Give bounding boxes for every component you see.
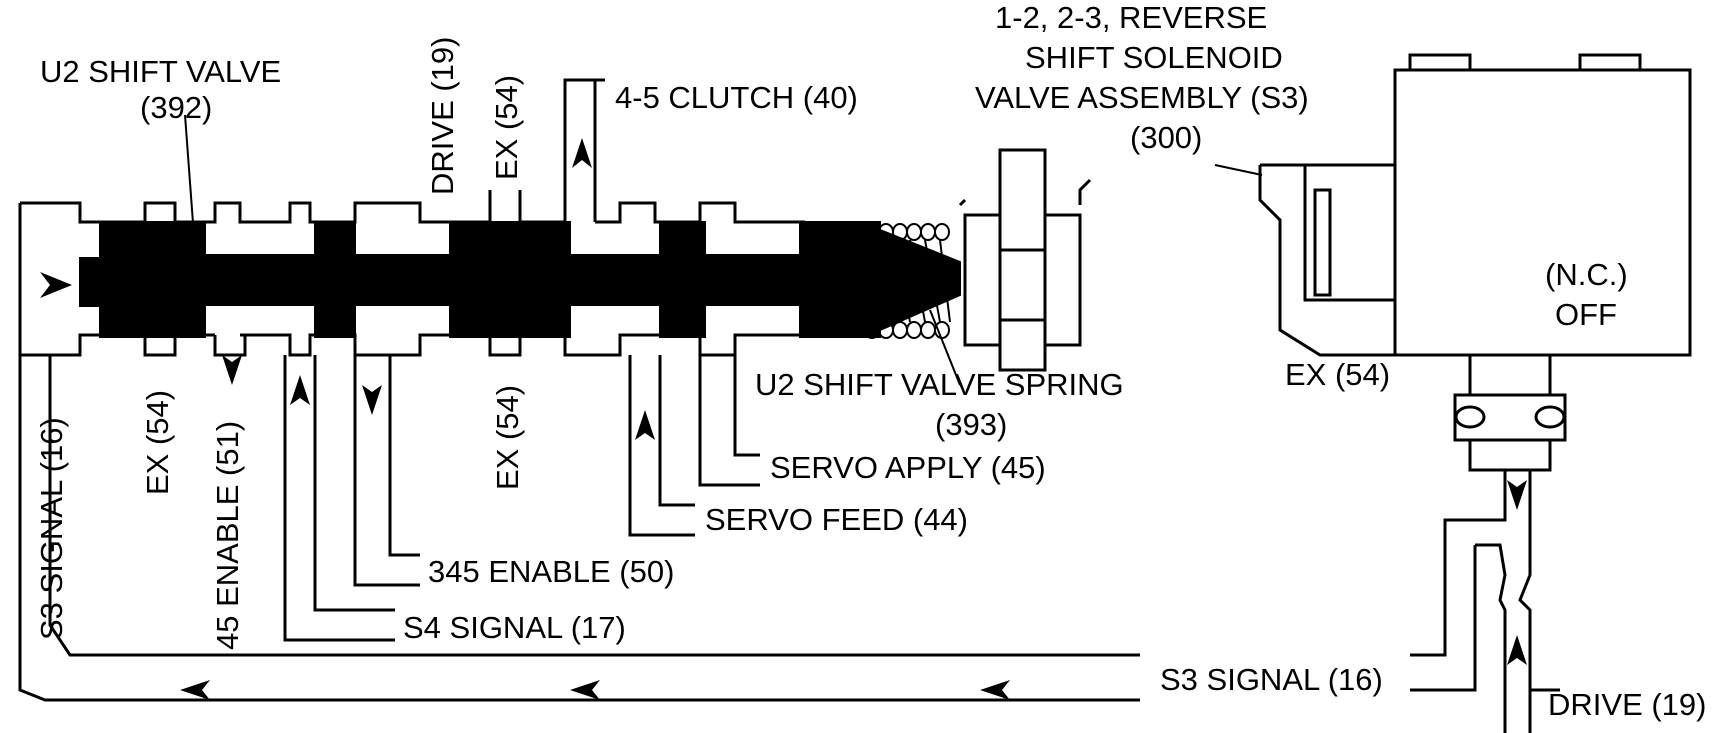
- solenoid-label-1: 1-2, 2-3, REVERSE: [995, 0, 1267, 35]
- servo-feed-arrow-up: [635, 410, 655, 440]
- off-label: OFF: [1555, 297, 1617, 332]
- spring-leader: [929, 309, 961, 386]
- s3-signal-right-label: S3 SIGNAL (16): [1160, 662, 1383, 697]
- solenoid-label-4: (300): [1130, 120, 1202, 155]
- servo-feed-label: SERVO FEED (44): [705, 502, 968, 537]
- nc-label: (N.C.): [1545, 257, 1628, 292]
- s3-arrow-2: [570, 680, 600, 700]
- enable-345-arrow-down: [362, 385, 382, 415]
- s3-signal-left-label: S3 SIGNAL (16): [34, 417, 69, 640]
- solenoid-valve-assembly: [1214, 53, 1692, 733]
- enable-45-arrow-down: [222, 355, 242, 385]
- ex-solenoid-label: EX (54): [1285, 357, 1390, 392]
- spring-label-2: (393): [935, 407, 1007, 442]
- clutch-45-label: 4-5 CLUTCH (40): [615, 80, 858, 115]
- ex-top-label: EX (54): [489, 75, 524, 180]
- ex-bottom-1-label: EX (54): [140, 390, 175, 495]
- s3-arrow-1: [180, 680, 210, 700]
- solenoid-arrow-down: [1507, 480, 1527, 510]
- u2-valve-label-2: (392): [140, 90, 212, 125]
- enable-45-label: 45 ENABLE (51): [210, 421, 245, 650]
- enable-345-label: 345 ENABLE (50): [428, 554, 674, 589]
- valve-end-plug: [958, 148, 1092, 372]
- s3-arrow-3: [980, 680, 1010, 700]
- valve-leader: [184, 114, 196, 251]
- clutch-arrow-up: [572, 138, 592, 168]
- servo-apply-label: SERVO APPLY (45): [770, 450, 1046, 485]
- drive-arrow-up: [1507, 635, 1527, 665]
- u2-shift-valve-spring: [864, 223, 951, 339]
- lower-port-lines: [18, 335, 1140, 702]
- u2-valve-label-1: U2 SHIFT VALVE: [40, 54, 281, 89]
- solenoid-label-2: SHIFT SOLENOID: [1025, 40, 1283, 75]
- ex-bottom-2-label: EX (54): [490, 385, 525, 490]
- solenoid-label-3: VALVE ASSEMBLY (S3): [975, 80, 1309, 115]
- u2-shift-valve-spool: [79, 221, 961, 338]
- drive-bottom-label: DRIVE (19): [1548, 687, 1706, 722]
- drive-top-label: DRIVE (19): [425, 37, 460, 195]
- left-end-arrow: [40, 272, 72, 298]
- s4-signal-arrow-up: [290, 375, 310, 405]
- spring-label-1: U2 SHIFT VALVE SPRING: [755, 367, 1124, 402]
- s4-signal-label: S4 SIGNAL (17): [403, 610, 626, 645]
